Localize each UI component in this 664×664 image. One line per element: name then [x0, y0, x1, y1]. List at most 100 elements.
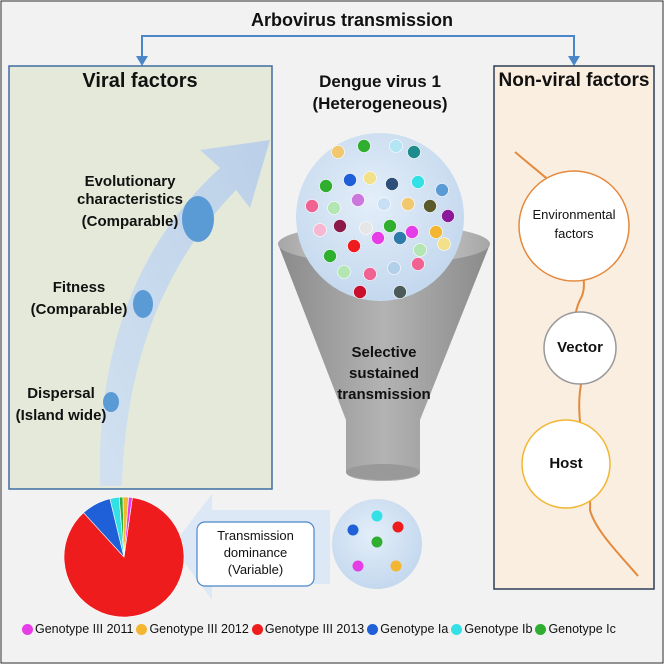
left-arrow-head — [136, 56, 148, 66]
funnel-label-line1: Selective — [351, 344, 417, 361]
dominance-box — [196, 521, 315, 587]
virus-dot — [313, 223, 327, 237]
diagram-title: Arbovirus transmission — [250, 10, 454, 30]
funnel — [278, 229, 490, 481]
virus-dot — [385, 177, 399, 191]
virus-dot — [347, 239, 361, 253]
virus-dot — [305, 199, 319, 213]
dominant-virus-dot — [392, 521, 404, 533]
virus-dot — [393, 231, 407, 245]
environmental-factors-line2: factors — [554, 226, 594, 241]
fitness-dot — [133, 290, 153, 318]
virus-population — [305, 139, 455, 299]
dominance-label-line1: Transmission — [217, 528, 294, 543]
virus-dot — [405, 225, 419, 239]
virus-dot — [423, 199, 437, 213]
virus-dot — [383, 219, 397, 233]
environmental-factors-line1: Environmental — [532, 207, 616, 222]
evolutionary-characteristics-dot — [182, 196, 214, 242]
legend-swatch — [22, 623, 33, 635]
vector-circle — [543, 311, 617, 385]
virus-dot — [429, 225, 443, 239]
virus-dot — [411, 175, 425, 189]
legend-item: Genotype Ia — [367, 622, 448, 636]
pie-slice — [123, 496, 133, 558]
host-circle — [521, 419, 611, 509]
genotype-legend: Genotype III 2011 Genotype III 2012 Genoty… — [22, 622, 662, 636]
non-viral-panel-title: Non-viral factors — [498, 70, 650, 91]
dominant-virus-dot — [390, 560, 402, 572]
legend-label: Genotype Ia — [380, 622, 449, 636]
legend-item: Genotype III 2012 — [136, 622, 249, 636]
funnel-label: Selective sustained transmission — [320, 342, 448, 405]
dispersal-sublabel: (Island wide) — [15, 407, 107, 424]
fitness-sublabel: (Comparable) — [30, 301, 128, 318]
virus-sphere — [296, 133, 464, 301]
virus-dot — [393, 285, 407, 299]
virus-dot — [435, 183, 449, 197]
pie-slice — [63, 497, 185, 618]
legend-label: Genotype Ib — [464, 622, 533, 636]
legend-label: Genotype III 2012 — [149, 622, 249, 636]
dispersal-dot — [103, 392, 119, 412]
legend-item: Genotype Ib — [451, 622, 532, 636]
environmental-factors-label: Environmental factors — [519, 205, 629, 243]
legend-label: Genotype III 2011 — [35, 622, 134, 636]
evolutionary-label: Evolutionary characteristics (Comparable… — [40, 173, 220, 231]
legend-item: Genotype III 2013 — [251, 622, 365, 636]
virus-dot — [357, 139, 371, 153]
virus-dot — [389, 139, 403, 153]
dominant-virus-dot — [352, 560, 364, 572]
funnel-spout-end — [346, 464, 420, 480]
host-label: Host — [549, 455, 583, 472]
dengue-title: Dengue virus 1 (Heterogeneous) — [290, 71, 470, 115]
virus-dot — [323, 249, 337, 263]
legend-label: Genotype Ic — [548, 622, 616, 636]
legend-swatch — [451, 623, 463, 635]
legend-swatch — [367, 623, 379, 635]
funnel-label-line3: transmission — [337, 386, 431, 403]
virus-dot — [337, 265, 351, 279]
virus-dot — [413, 243, 427, 257]
legend-item: Genotype Ic — [535, 622, 616, 636]
fitness-label: Fitness (Comparable) — [14, 277, 144, 321]
fitness-label-text: Fitness — [52, 279, 106, 296]
evolutionary-label-text: Evolutionary characteristics — [77, 173, 183, 208]
virus-dot — [407, 145, 421, 159]
dominance-label-line3: (Variable) — [227, 562, 284, 577]
dominant-virus-population — [347, 510, 404, 572]
dengue-title-line2: (Heterogeneous) — [312, 94, 448, 113]
virus-dot — [371, 231, 385, 245]
virus-dot — [363, 267, 377, 281]
virus-dot — [377, 197, 391, 211]
virus-dot — [343, 173, 357, 187]
dominant-virus-dot — [371, 536, 383, 548]
virus-dot — [363, 171, 377, 185]
legend-swatch — [535, 623, 547, 635]
legend-swatch — [136, 623, 148, 635]
legend-item: Genotype III 2011 — [22, 622, 133, 636]
virus-dot — [353, 285, 367, 299]
legend-swatch — [251, 623, 263, 635]
funnel-label-line2: sustained — [348, 365, 420, 382]
vector-label: Vector — [557, 339, 603, 356]
dispersal-label-text: Dispersal — [27, 385, 95, 402]
legend-label: Genotype III 2013 — [264, 622, 365, 636]
viral-panel-title: Viral factors — [82, 70, 198, 92]
dominance-label: Transmission dominance (Variable) — [197, 527, 314, 578]
top-bracket-arrow — [141, 35, 575, 58]
virus-dot — [319, 179, 333, 193]
virus-dot — [411, 257, 425, 271]
dispersal-label: Dispersal (Island wide) — [8, 383, 114, 427]
virus-dot — [441, 209, 455, 223]
evolutionary-sublabel: (Comparable) — [81, 213, 179, 230]
virus-dot — [437, 237, 451, 251]
pie-chart — [63, 496, 185, 618]
dominance-label-line2: dominance — [223, 545, 288, 560]
environmental-factors-circle — [518, 170, 630, 282]
dominant-virus-dot — [371, 510, 383, 522]
dengue-title-line1: Dengue virus 1 — [319, 72, 441, 91]
virus-dot — [359, 221, 373, 235]
virus-dot — [327, 201, 341, 215]
